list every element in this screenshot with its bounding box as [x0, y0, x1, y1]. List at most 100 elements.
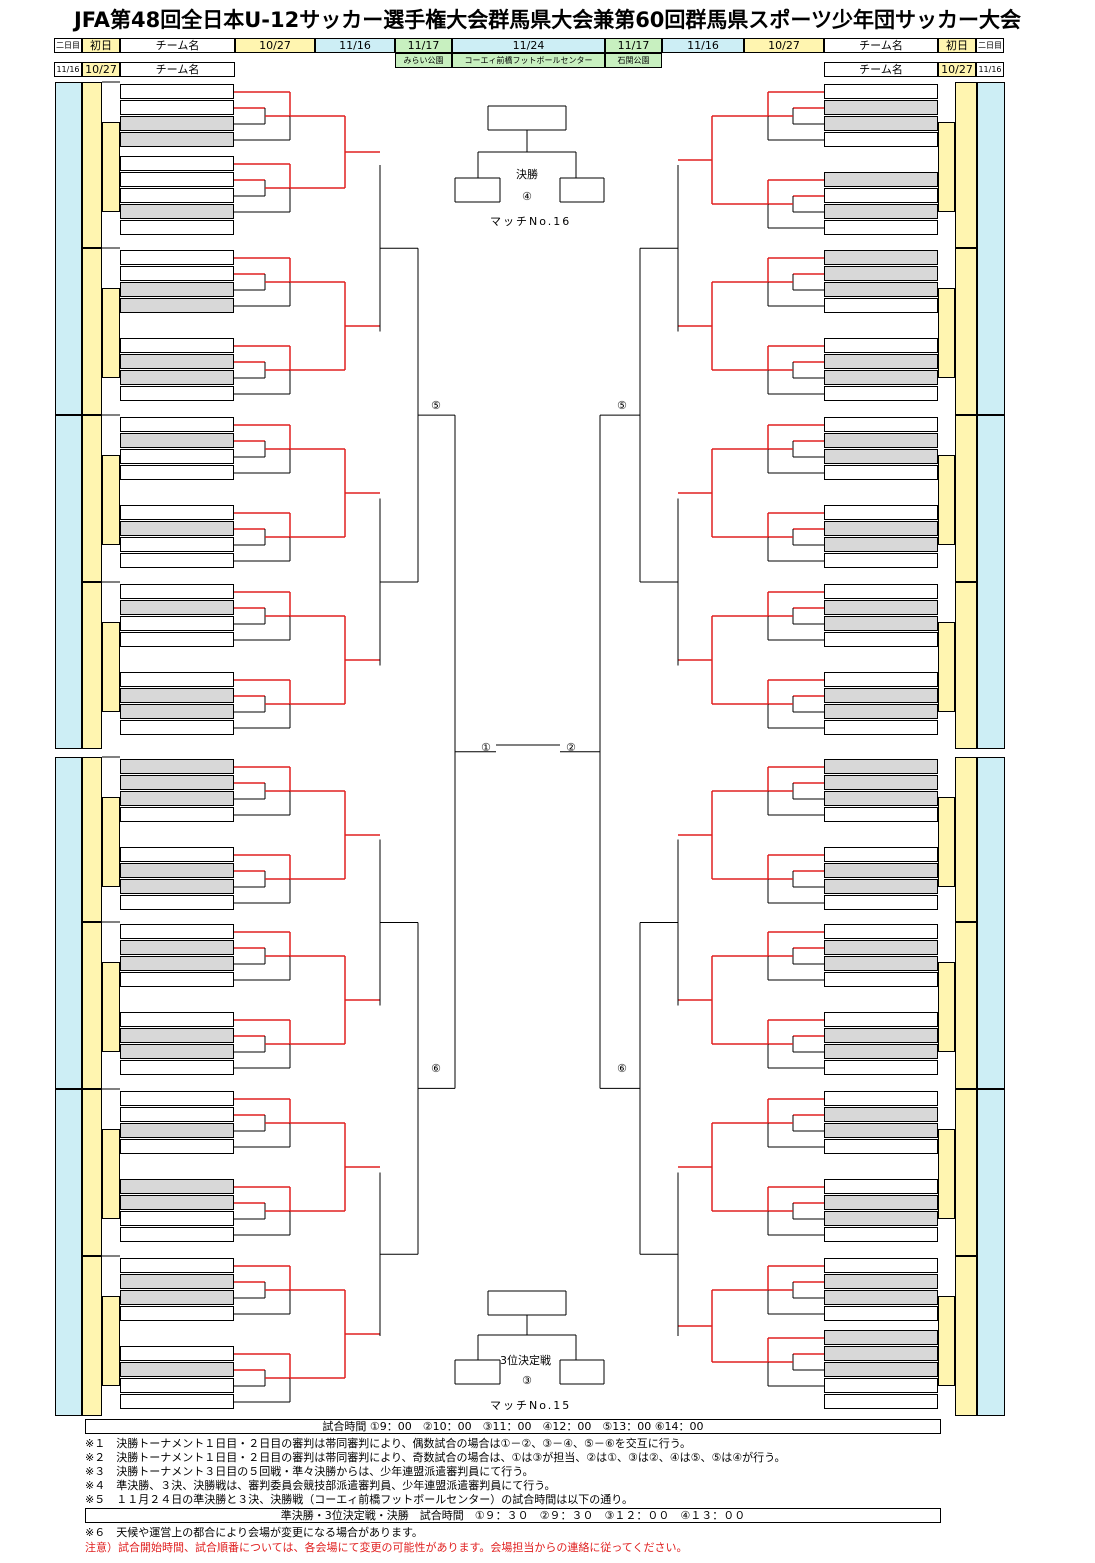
- right-team: [824, 584, 938, 599]
- center-c5r: ⑤: [617, 399, 627, 412]
- left-team: [120, 1139, 234, 1154]
- left-team: [120, 956, 234, 971]
- left-team: [120, 417, 234, 432]
- note-1: ※１ 決勝トーナメント１日目・２日目の審判は帯同審判により、偶数試合の場合は①－…: [85, 1437, 692, 1450]
- left-team: [120, 791, 234, 806]
- left-team: [120, 449, 234, 464]
- header-date-1117-r: 11/17: [605, 38, 662, 53]
- left-team: [120, 282, 234, 297]
- left-team: [120, 720, 234, 735]
- venue-mirai-label: みらい公園: [395, 53, 452, 68]
- left-team: [120, 537, 234, 552]
- right-block-venue: [955, 1256, 977, 1416]
- header-day1-r: 初日: [938, 38, 976, 53]
- left-team: [120, 370, 234, 385]
- third-place-label: 3位決定戦: [500, 1354, 551, 1367]
- left-team: [120, 172, 234, 187]
- right-block-venue: [955, 248, 977, 415]
- right-team: [824, 338, 938, 353]
- left-outer-venue: [55, 415, 82, 749]
- right-team: [824, 1123, 938, 1138]
- left-block-venue: [82, 82, 102, 248]
- right-team: [824, 1258, 938, 1273]
- left-team: [120, 116, 234, 131]
- right-team: [824, 465, 938, 480]
- center-c6r: ⑥: [617, 1062, 627, 1075]
- right-team: [824, 775, 938, 790]
- left-block-date: [102, 1296, 120, 1386]
- right-team: [824, 220, 938, 235]
- right-team: [824, 672, 938, 687]
- right-team: [824, 521, 938, 536]
- right-team: [824, 956, 938, 971]
- left-team: [120, 1394, 234, 1409]
- right-team: [824, 298, 938, 313]
- left-block-venue: [82, 757, 102, 922]
- note-3: ※３ 決勝トーナメント３日目の５回戦・準々決勝からは、少年連盟派遣審判員にて行う…: [85, 1465, 534, 1478]
- right-team: [824, 863, 938, 878]
- center-c5l: ⑤: [431, 399, 441, 412]
- right-team: [824, 433, 938, 448]
- left-team: [120, 84, 234, 99]
- left-block-date: [102, 1129, 120, 1219]
- left-team: [120, 1107, 234, 1122]
- right-team: [824, 282, 938, 297]
- time-table: 試合時間 ①9：00 ②10：00 ③11：00 ④12：00 ⑤13：00 ⑥…: [85, 1419, 941, 1434]
- left-block-date: [102, 122, 120, 212]
- left-team: [120, 1378, 234, 1393]
- left-team: [120, 775, 234, 790]
- final-number: ④: [522, 190, 532, 203]
- header-day2-r: 二日目: [976, 38, 1004, 53]
- header-date-1116: 11/16: [315, 38, 395, 53]
- right-team: [824, 553, 938, 568]
- right-team: [824, 759, 938, 774]
- left-team: [120, 1346, 234, 1361]
- right-team: [824, 1346, 938, 1361]
- left-block-date: [102, 962, 120, 1052]
- right-team: [824, 266, 938, 281]
- note-4: ※４ 準決勝、３決、決勝戦は、審判委員会競技部派遣審判員、少年連盟派遣審判員にて…: [85, 1479, 556, 1492]
- left-team: [120, 354, 234, 369]
- left-team: [120, 1028, 234, 1043]
- right-team: [824, 847, 938, 862]
- header-day1: 初日: [82, 38, 120, 53]
- right-block-venue: [955, 415, 977, 582]
- right-block-venue: [955, 582, 977, 749]
- left-team: [120, 1179, 234, 1194]
- right-team: [824, 1330, 938, 1345]
- right-team: [824, 1060, 938, 1075]
- right-team: [824, 204, 938, 219]
- time-label: 試合時間: [322, 1420, 367, 1433]
- left-team: [120, 895, 234, 910]
- right-team: [824, 1179, 938, 1194]
- right-team: [824, 449, 938, 464]
- right-team: [824, 100, 938, 115]
- right-block-date: [938, 1129, 955, 1219]
- right-team: [824, 1028, 938, 1043]
- right-team: [824, 1394, 938, 1409]
- left-team: [120, 266, 234, 281]
- right-team: [824, 807, 938, 822]
- header-row2-date2-r: 10/27: [938, 62, 976, 77]
- header-row2-date1: 11/16: [54, 62, 82, 77]
- left-team: [120, 1044, 234, 1059]
- right-team: [824, 1195, 938, 1210]
- left-team: [120, 220, 234, 235]
- center-c6l: ⑥: [431, 1062, 441, 1075]
- right-team: [824, 354, 938, 369]
- right-team: [824, 188, 938, 203]
- left-block-venue: [82, 922, 102, 1089]
- right-team: [824, 84, 938, 99]
- left-team: [120, 863, 234, 878]
- left-team: [120, 386, 234, 401]
- left-team: [120, 521, 234, 536]
- right-team: [824, 632, 938, 647]
- right-team: [824, 1044, 938, 1059]
- left-team: [120, 188, 234, 203]
- venue-ishizeki-label: 石関公園: [605, 53, 662, 68]
- left-block-date: [102, 797, 120, 887]
- third-place-number: ③: [522, 1374, 532, 1387]
- right-team: [824, 688, 938, 703]
- note-6: ※６ 天候や運営上の都合により会場が変更になる場合があります。: [85, 1526, 423, 1539]
- match-16-label: マッチNo.16: [490, 215, 572, 228]
